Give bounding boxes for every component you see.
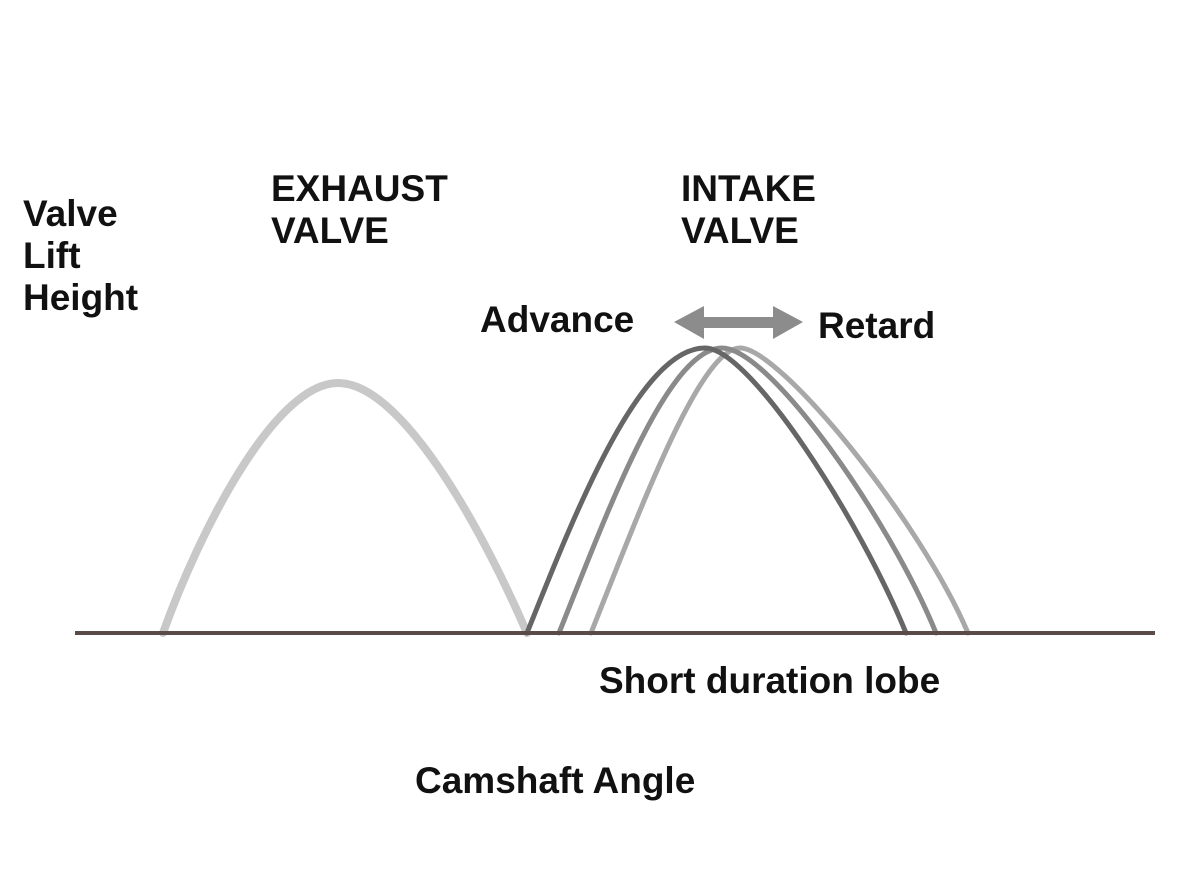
- intake-valve-label-line: VALVE: [681, 210, 799, 251]
- x-axis-label: Camshaft Angle: [415, 760, 696, 801]
- intake-valve-advanced-curve: [524, 345, 909, 636]
- intake-valve-retarded-curve: [588, 345, 971, 636]
- advance-label: Advance: [480, 299, 635, 340]
- advance-retard-double-arrow-icon: [674, 306, 803, 339]
- intake-valve-label: INTAKE VALVE: [681, 168, 816, 252]
- exhaust-valve-label-line: EXHAUST: [271, 168, 448, 209]
- retard-label: Retard: [818, 305, 936, 346]
- y-axis-label-line: Lift: [23, 235, 81, 276]
- intake-valve-label-line: INTAKE: [681, 168, 816, 209]
- exhaust-valve-label: EXHAUST VALVE: [271, 168, 448, 252]
- y-axis-label-line: Valve: [23, 193, 118, 234]
- intake-valve-nominal-curve: [556, 345, 939, 636]
- exhaust-valve-lift-curve: [159, 378, 531, 637]
- y-axis-label: Valve Lift Height: [23, 193, 138, 319]
- y-axis-label-line: Height: [23, 277, 139, 318]
- exhaust-valve-label-line: VALVE: [271, 210, 389, 251]
- short-duration-lobe-label: Short duration lobe: [599, 660, 941, 701]
